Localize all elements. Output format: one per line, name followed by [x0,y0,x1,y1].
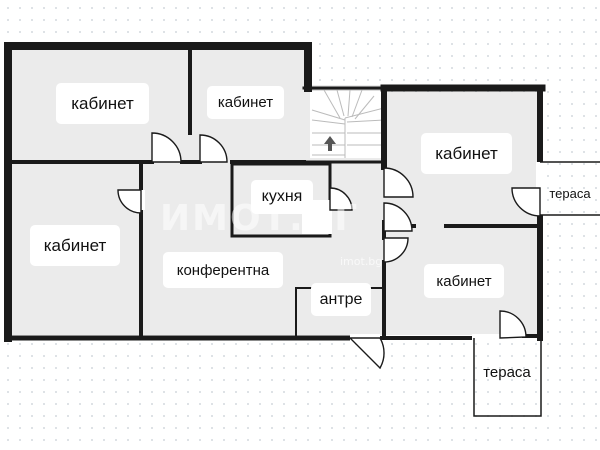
room-label-kitchen: кухня [251,180,313,214]
room-label-office-right-bottom: кабинет [424,264,504,298]
terraces [473,161,600,417]
room-label-terrace-bottom: тераса [483,363,531,381]
staircase [310,88,385,158]
room-label-office-top-left: кабинет [56,83,149,124]
room-label-office-left: кабинет [30,225,120,266]
room-label-conference: конферентна [163,252,283,288]
door-swings [117,132,541,370]
room-label-terrace-right: тераса [549,185,591,201]
stair-up-arrow-icon [324,136,336,151]
room-label-office-top-mid: кабинет [207,86,284,119]
room-label-hall: антре [311,283,371,316]
walls [4,42,546,342]
room-label-office-right-top: кабинет [421,133,512,174]
